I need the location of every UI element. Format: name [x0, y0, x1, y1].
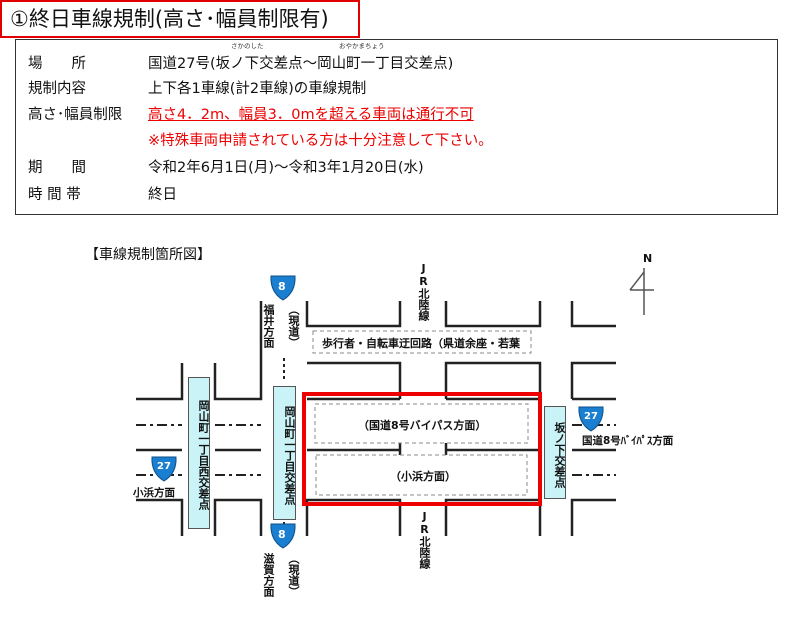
gendo-top: （現道）: [287, 304, 300, 348]
route27-label-left: 27: [157, 461, 171, 472]
value: 国道27号(坂ノ下交差点～岡山町一丁目交差点): [148, 56, 454, 72]
shiga-direction: 滋賀方面: [262, 553, 275, 597]
sign-okayamacho: 岡山町一丁目交差点: [273, 386, 296, 520]
label: 高さ･幅員制限: [28, 107, 123, 123]
north-arrow-icon: [629, 268, 654, 315]
lane-upper-box: [314, 403, 529, 444]
route8-label-bottom: 8: [278, 528, 286, 541]
jr-line-bottom: JR北陸線: [418, 510, 431, 569]
obama-direction: 小浜方面: [133, 487, 175, 499]
value: 終日: [148, 187, 177, 203]
lane-upper-label: （国道8号バイパス方面）: [358, 419, 487, 432]
label: 規制内容: [28, 81, 86, 97]
page-title: ①終日車線規制(高さ･幅員制限有): [0, 0, 360, 38]
route8-shield-icon-bottom: [270, 523, 296, 549]
value: 上下各1車線(計2車線)の車線規制: [148, 81, 367, 97]
value: 高さ4．2m、幅員3．0mを超える車両は通行不可: [148, 107, 474, 123]
furigana-okayamacho: おやかまちょう: [339, 42, 385, 50]
restriction-area: [302, 392, 542, 506]
value: 令和2年6月1日(月)～令和3年1月20日(水): [148, 160, 424, 176]
route8-shield-icon-top: [270, 275, 296, 301]
label: 場 所: [28, 56, 86, 72]
north-label: N: [643, 252, 653, 265]
route8-label-top: 8: [278, 280, 286, 293]
furigana-sakanoshita: さかのした: [231, 42, 264, 50]
label: 時 間 帯: [28, 187, 81, 203]
sign-sakanoshita: 坂ノ下交差点: [544, 406, 566, 499]
info-box: さかのした おやかまちょう 場 所 国道27号(坂ノ下交差点～岡山町一丁目交差点)…: [15, 39, 778, 215]
route27-shield-icon-right: [578, 406, 604, 432]
route27-label-right: 27: [584, 411, 598, 422]
lane-lower-box: [315, 454, 528, 496]
bypass-direction: 国道8号ﾊﾞｲﾊﾟｽ方面: [582, 435, 674, 447]
gendo-bottom: （現道）: [287, 553, 300, 597]
value: ※特殊車両申請されている方は十分注意して下さい。: [148, 133, 493, 149]
sign-okayamacho-west: 岡山町一丁目西交差点: [188, 377, 210, 529]
road-edges: [136, 301, 616, 536]
label: 期 間: [28, 160, 86, 176]
detour-box: [312, 330, 532, 354]
detour-label: 歩行者・自転車迂回路（県道余座・若葉: [322, 337, 520, 350]
diagram-heading: 【車線規制箇所図】: [85, 247, 211, 263]
route27-shield-icon-left: [151, 456, 177, 482]
jr-line-top: JR北陸線: [417, 262, 430, 321]
lane-lower-label: （小浜方面）: [390, 470, 456, 483]
fukui-direction: 福井方面: [262, 304, 275, 348]
